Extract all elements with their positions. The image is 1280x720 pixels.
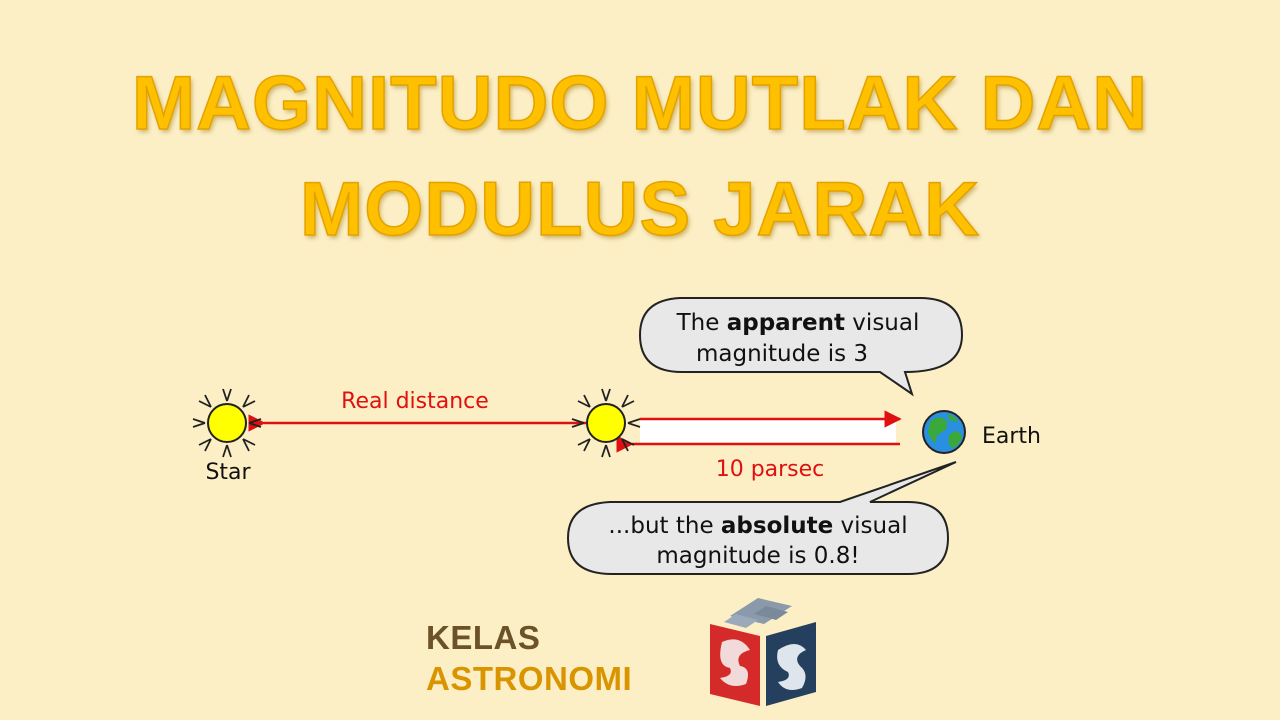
page-title-line-1: MAGNITUDO MUTLAK DAN (131, 61, 1149, 146)
real-distance-label: Real distance (341, 389, 489, 414)
page-title-line-2: MODULUS JARAK (299, 167, 981, 252)
brand-line-2: ASTRONOMI (426, 660, 633, 697)
ten-parsec-label: 10 parsec (716, 457, 825, 482)
bubble-top-line-1: The apparent visual (676, 310, 920, 336)
star-label: Star (205, 460, 251, 485)
kelas-astronomi-logo (710, 598, 816, 706)
brand-line-1: KELAS (426, 619, 541, 656)
star-sun-icon (192, 388, 262, 458)
earth-label: Earth (982, 424, 1041, 449)
bubble-bottom-line-1: ...but the absolute visual (608, 513, 907, 539)
ten-parsec-arrow (616, 410, 902, 453)
absolute-magnitude-bubble: ...but the absolute visual magnitude is … (566, 461, 957, 575)
bubble-top-line-2: magnitude is 3 (696, 341, 868, 367)
earth-globe-icon (922, 410, 966, 454)
apparent-magnitude-bubble: The apparent visual magnitude is 3 (638, 297, 964, 397)
star-at-10-parsec-icon (571, 388, 641, 458)
bubble-bottom-line-2: magnitude is 0.8! (656, 543, 859, 569)
